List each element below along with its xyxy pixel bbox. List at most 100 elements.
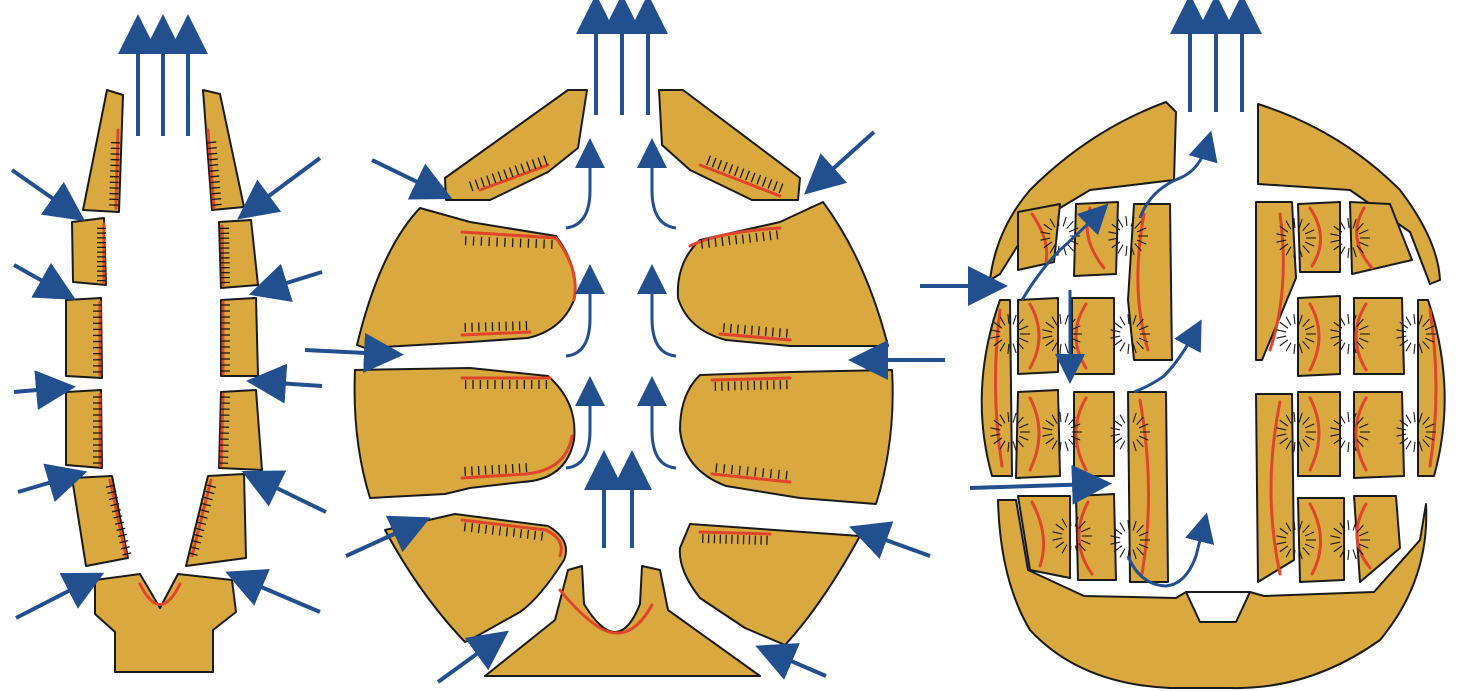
cilium [1114,340,1122,346]
cilium [210,170,219,171]
panel-simple-arrows [12,30,326,618]
cilium [1065,442,1068,452]
cilium [1348,344,1349,354]
cilium [1348,314,1349,324]
cilium [745,325,746,334]
arrow-icon [14,265,62,292]
cilium [1406,343,1411,352]
wall-block [1018,204,1060,270]
cilium [1060,344,1061,354]
arrow-icon [240,578,320,612]
arrow-icon [864,532,930,556]
arrow-icon [566,150,590,228]
cilium [1414,344,1415,354]
cilium [506,464,507,473]
cilium [724,323,725,332]
panel-intermediate-wall [355,90,893,676]
arrow-icon [816,132,874,184]
cilium [212,193,221,194]
cilium [211,187,220,188]
arrow-icon [16,580,90,618]
cilium [472,466,473,475]
cilium [1120,317,1125,326]
cilium [1294,344,1295,354]
cilium [1120,343,1125,352]
cilium [208,153,217,154]
cilium [1013,344,1016,354]
wall-block [357,208,575,348]
cilium [771,469,772,478]
cilium [212,199,221,200]
cilium [1280,322,1288,328]
wall-block [66,390,102,468]
cilium [1063,217,1066,227]
cilium [1120,523,1125,532]
cilium [1280,340,1288,346]
wall-block [219,390,262,470]
arrow-icon [970,484,1096,488]
cilium [739,466,740,475]
cilium [492,465,493,474]
cilium [1013,442,1016,452]
cilium [209,159,218,160]
wall-block [680,370,893,504]
cilium [1348,412,1349,422]
panel-intermediate [305,10,945,682]
arrow-icon [305,350,388,354]
cilium [1114,438,1122,444]
cilium [1406,441,1411,450]
wall-block [1074,392,1114,476]
wall-block [186,474,246,566]
arrow-icon [652,388,676,468]
cilium [208,148,217,149]
cilium [1060,412,1061,422]
cilium [731,324,732,333]
cilium [1013,315,1016,325]
cilium [1120,415,1125,424]
cilium [1414,412,1415,422]
cilium [1013,413,1016,423]
wall-block [385,514,566,642]
cilium [747,467,748,476]
arrow-icon [264,272,322,290]
cilium [1114,322,1122,328]
cilium [465,467,466,476]
arrow-icon [18,476,72,492]
wall-block [659,90,800,200]
cilium [1065,315,1068,325]
wall-block [1076,494,1116,580]
cilium [738,325,739,334]
cilium [766,327,767,336]
cilium [1294,314,1295,324]
cilium [1060,314,1061,324]
cilium [1276,336,1286,338]
cilium [1414,442,1415,452]
wall-block [678,202,888,346]
cilium [1128,344,1129,354]
cilium [1286,343,1291,352]
cilium [1294,442,1295,452]
wall-block [1256,202,1296,360]
cilium [1065,344,1068,354]
panel-complex [920,10,1445,688]
arrow-icon [770,652,826,676]
cilium [207,142,216,143]
cilium [752,326,753,335]
cilium [210,176,219,177]
cilium [1406,415,1411,424]
wall-block [680,524,860,645]
cilium [778,470,779,479]
cilium [1118,219,1123,228]
cilium [759,326,760,335]
cilium [1276,330,1286,332]
wall-block [445,90,587,200]
cilium [716,463,717,472]
cilium [732,465,733,474]
wall-block [1128,204,1172,360]
panel-simple-wall [66,90,262,672]
cilium [724,464,725,473]
cilium [1126,246,1127,256]
cilium [1126,216,1127,226]
arrow-icon [372,160,438,192]
